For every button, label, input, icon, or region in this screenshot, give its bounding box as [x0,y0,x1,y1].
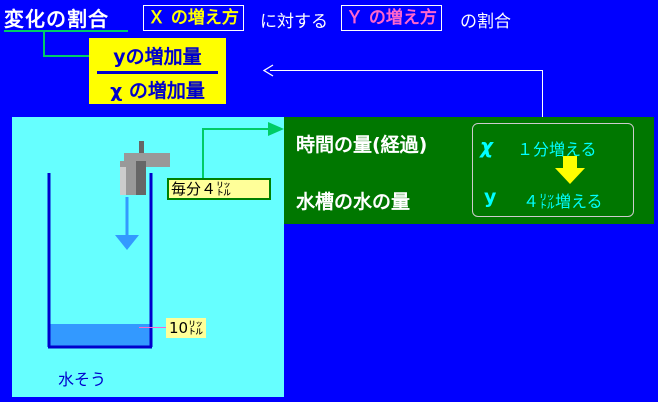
connector-line [202,128,272,130]
title-underline [4,30,128,32]
fraction-denominator: χ の増加量 [110,80,205,102]
water-amount-label: 水槽の水の量 [296,191,411,213]
arrow-left-icon [262,64,274,77]
explanation-panel [284,117,654,224]
rate-of-change-fraction: yの増加量 χ の増加量 [89,38,226,104]
x-symbol: χ [480,134,493,158]
connector-line [202,128,204,180]
arrow-right-icon [268,122,284,136]
tank-caption: 水そう [58,370,107,389]
connector-line [542,70,543,124]
y-symbol: y [484,186,497,208]
water-tank-illustration [47,141,170,349]
header-text-1: に対する [260,12,328,32]
y-increase-chip: Ｙ の増え方 [341,5,442,31]
connector-line [270,70,543,71]
x-increase-text: １分増える [517,140,597,159]
x-increase-chip: Ｘ の増え方 [143,5,244,31]
arrow-down-icon [555,156,585,184]
connector-line [43,55,89,57]
header-text-2: の割合 [460,12,511,32]
time-label: 時間の量(経過) [296,134,428,156]
y-increase-text: ４㍑増える [523,192,603,211]
connector-line [43,31,45,56]
water-volume-label: 10㍑ [166,318,207,338]
flow-rate-label: 毎分４㍑ [167,178,271,200]
page-title: 変化の割合 [4,7,109,31]
pointer-line [139,327,166,328]
increase-box [472,123,634,217]
fraction-numerator: yの増加量 [113,46,202,68]
fraction-bar [97,71,218,74]
